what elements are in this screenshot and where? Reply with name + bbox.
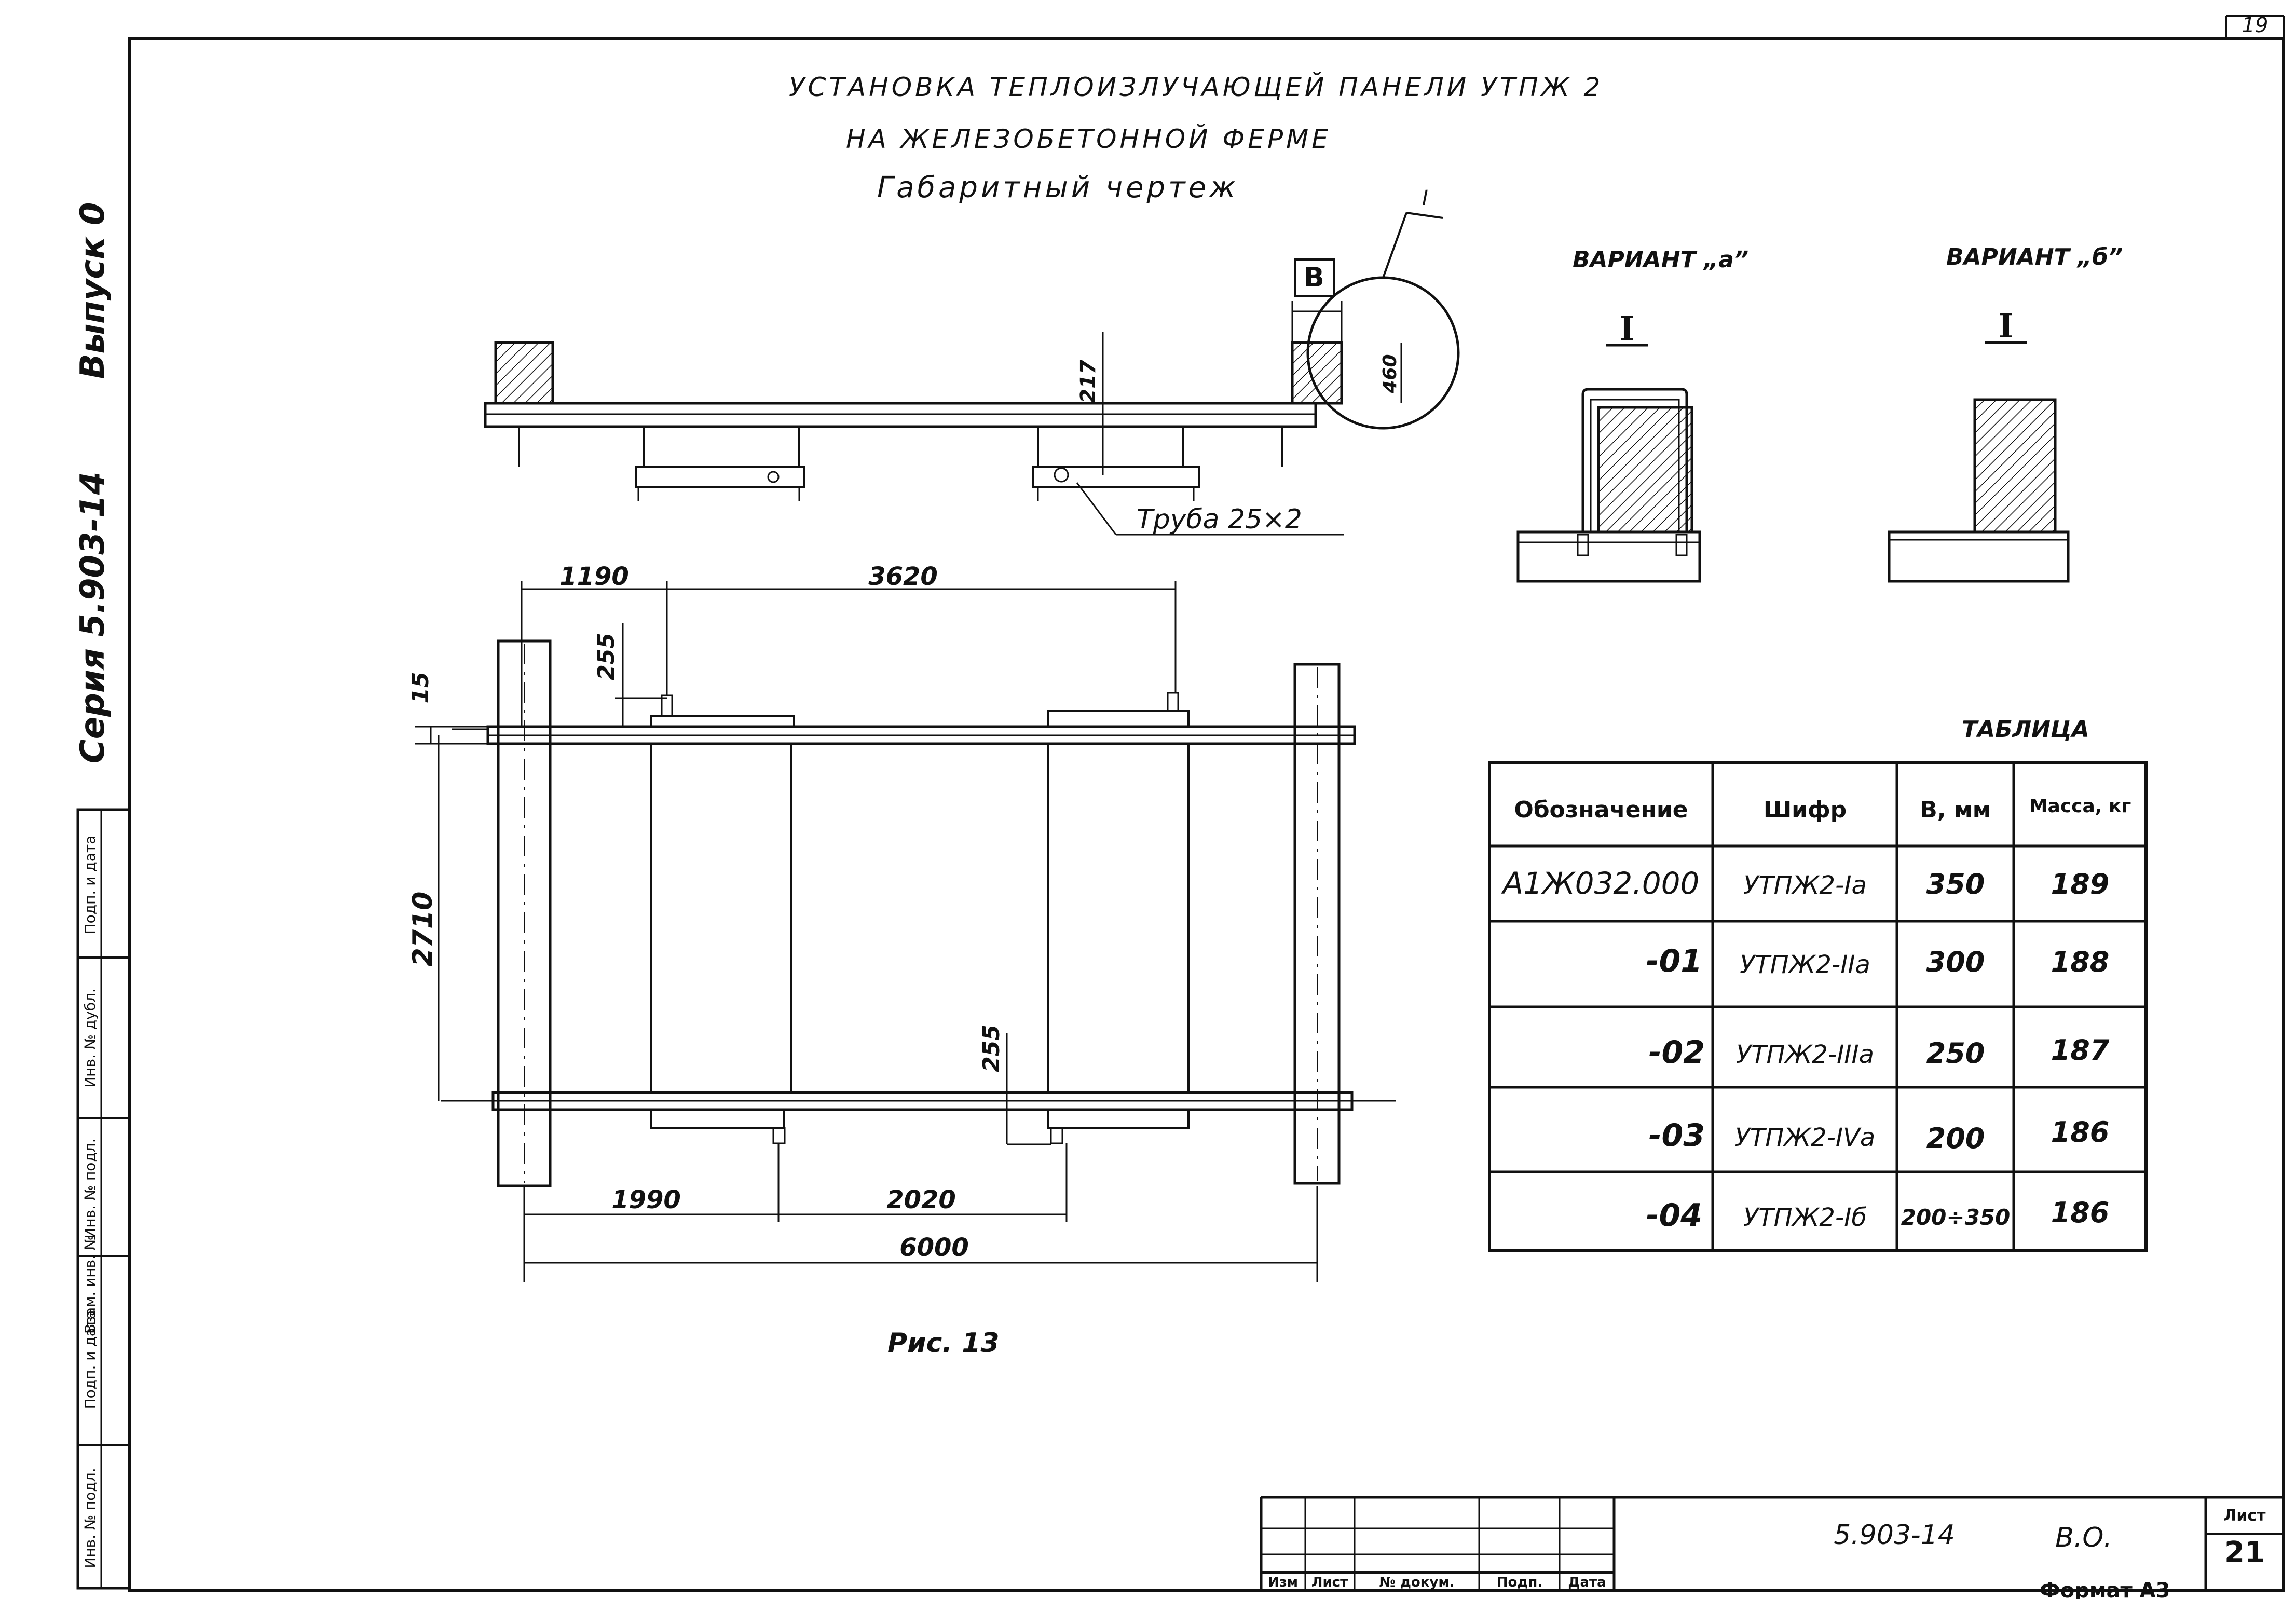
dim-2020: 2020 — [886, 1185, 956, 1214]
variant-a-label: ВАРИАНТ „а” — [1573, 247, 1748, 273]
dim-1990: 1990 — [611, 1185, 681, 1214]
tb-stage: В.О. — [2055, 1522, 2112, 1553]
table-cell-r2-code: УТПЖ2-IIа — [1740, 950, 1870, 979]
section-mark-elevation: I — [1422, 186, 1428, 210]
table-cell-r2-designation: -01 — [1646, 943, 1702, 979]
table-cell-r5-code: УТПЖ2-Iб — [1743, 1203, 1867, 1232]
table-cell-r4-mass: 186 — [2051, 1116, 2110, 1149]
side-stamp-frame — [76, 808, 131, 1590]
stamp-cell-6: Инв. № подл. — [81, 1468, 99, 1568]
table-cell-r5-mass: 186 — [2051, 1196, 2110, 1229]
table-cell-r1-mass: 189 — [2051, 868, 2110, 900]
plan-view — [415, 581, 1396, 1282]
tb-doc-code: 5.903-14 — [1834, 1520, 1955, 1551]
dim-6000: 6000 — [899, 1233, 969, 1262]
table-cell-r3-b: 250 — [1926, 1037, 1985, 1070]
variant-a-mark: I — [1619, 309, 1635, 348]
table-cell-r5-designation: -04 — [1646, 1197, 1702, 1234]
dim-460: 460 — [1379, 354, 1401, 393]
tb-sheet-label: Лист — [2223, 1507, 2266, 1525]
page-number-top: 19 — [2242, 13, 2268, 37]
table-cell-r1-designation: А1Ж032.000 — [1501, 866, 1700, 901]
tb-sheet-number: 21 — [2224, 1536, 2265, 1569]
table-header-b: В, мм — [1920, 797, 1991, 823]
dim-217: 217 — [1076, 360, 1100, 403]
dim-3620: 3620 — [868, 562, 938, 591]
title-line-1: УСТАНОВКА ТЕПЛОИЗЛУЧАЮЩЕЙ ПАНЕЛИ УТПЖ 2 — [789, 72, 1603, 102]
table-cell-r3-code: УТПЖ2-IIIа — [1736, 1040, 1874, 1069]
stamp-cell-5: Подп. и дата — [81, 1310, 99, 1410]
table-header-designation: Обозначение — [1514, 797, 1688, 823]
table-cell-r1-b: 350 — [1926, 868, 1985, 900]
variant-a-section — [1516, 344, 1701, 583]
table-header-code: Шифр — [1764, 797, 1847, 823]
table-cell-r4-b: 200 — [1926, 1122, 1985, 1155]
table-cell-r5-b: 200÷350 — [1901, 1205, 2011, 1230]
title-line-2: НА ЖЕЛЕЗОБЕТОННОЙ ФЕРМЕ — [846, 124, 1331, 154]
side-issue-label: Выпуск 0 — [74, 202, 112, 379]
dim-15: 15 — [407, 672, 434, 703]
pipe-label: Труба 25×2 — [1137, 504, 1302, 535]
table-cell-r4-designation: -03 — [1649, 1117, 1705, 1154]
stamp-cell-2: Инв. № дубл. — [81, 988, 99, 1088]
variant-b-label: ВАРИАНТ „б” — [1946, 244, 2123, 270]
side-series-label: Серия 5.903-14 — [74, 472, 112, 763]
table-cell-r3-mass: 187 — [2051, 1034, 2110, 1067]
elevation-view — [484, 212, 1460, 536]
stamp-cell-3: Инв. № подл. — [81, 1138, 99, 1238]
stamp-cell-1: Подп. и дата — [81, 836, 99, 935]
tb-col-date: Дата — [1568, 1575, 1606, 1590]
tb-col-sheet: Лист — [1311, 1575, 1348, 1590]
variant-b-section — [1888, 341, 2070, 583]
table-title: ТАБЛИЦА — [1962, 716, 2089, 743]
table-cell-r4-code: УТПЖ2-IVа — [1735, 1123, 1876, 1152]
width-label-b: B — [1304, 262, 1324, 293]
title-line-3: Габаритный чертеж — [877, 171, 1239, 204]
tb-col-sign: Подп. — [1497, 1575, 1542, 1590]
table-cell-r2-mass: 188 — [2051, 946, 2110, 978]
table-cell-r3-designation: -02 — [1649, 1034, 1705, 1071]
tb-col-doc: № докум. — [1379, 1575, 1455, 1590]
table-grid — [1488, 761, 2148, 1252]
figure-caption: Рис. 13 — [887, 1328, 1000, 1359]
dim-255-top: 255 — [593, 633, 620, 680]
table-header-mass: Масса, кг — [2029, 796, 2131, 817]
table-cell-r2-b: 300 — [1926, 946, 1985, 978]
dim-1190: 1190 — [559, 562, 629, 591]
dim-255-bottom: 255 — [978, 1024, 1005, 1072]
dim-2710: 2710 — [407, 892, 439, 967]
tb-col-change: Изм — [1268, 1575, 1298, 1590]
stamp-cell-4: Взам. инв. № — [81, 1235, 99, 1334]
variant-b-mark: I — [1998, 307, 2014, 346]
format-label: Формат А3 — [2040, 1579, 2170, 1599]
title-block-grid — [1260, 1496, 2284, 1591]
table-cell-r1-code: УТПЖ2-Iа — [1743, 871, 1867, 900]
